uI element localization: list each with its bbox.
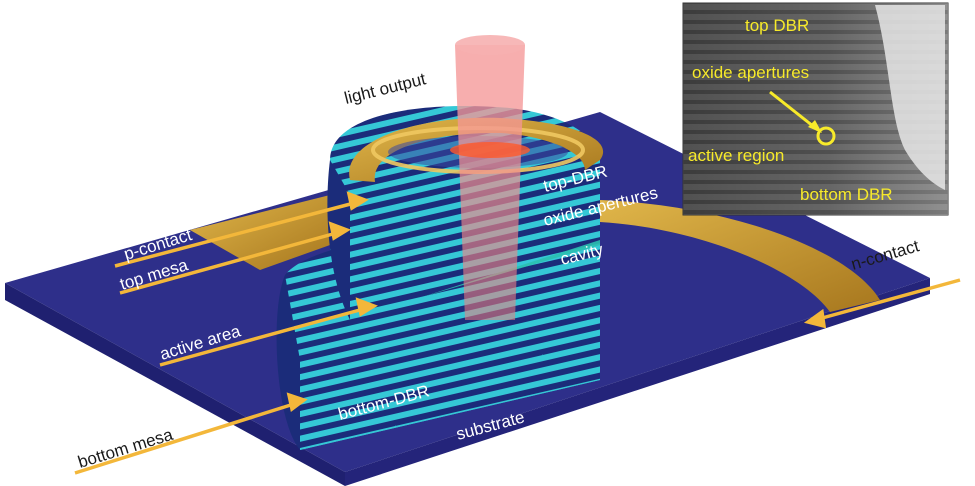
inset-label-top-dbr: top DBR (745, 16, 809, 35)
label-bottom-mesa: bottom mesa (76, 425, 176, 472)
inset-label-bottom-dbr: bottom DBR (800, 185, 893, 204)
inset-label-oxide-apertures: oxide apertures (692, 63, 809, 82)
inset-label-active-region: active region (688, 146, 784, 165)
sem-inset: top DBR oxide apertures active region bo… (683, 3, 948, 215)
label-light-output: light output (342, 69, 428, 108)
